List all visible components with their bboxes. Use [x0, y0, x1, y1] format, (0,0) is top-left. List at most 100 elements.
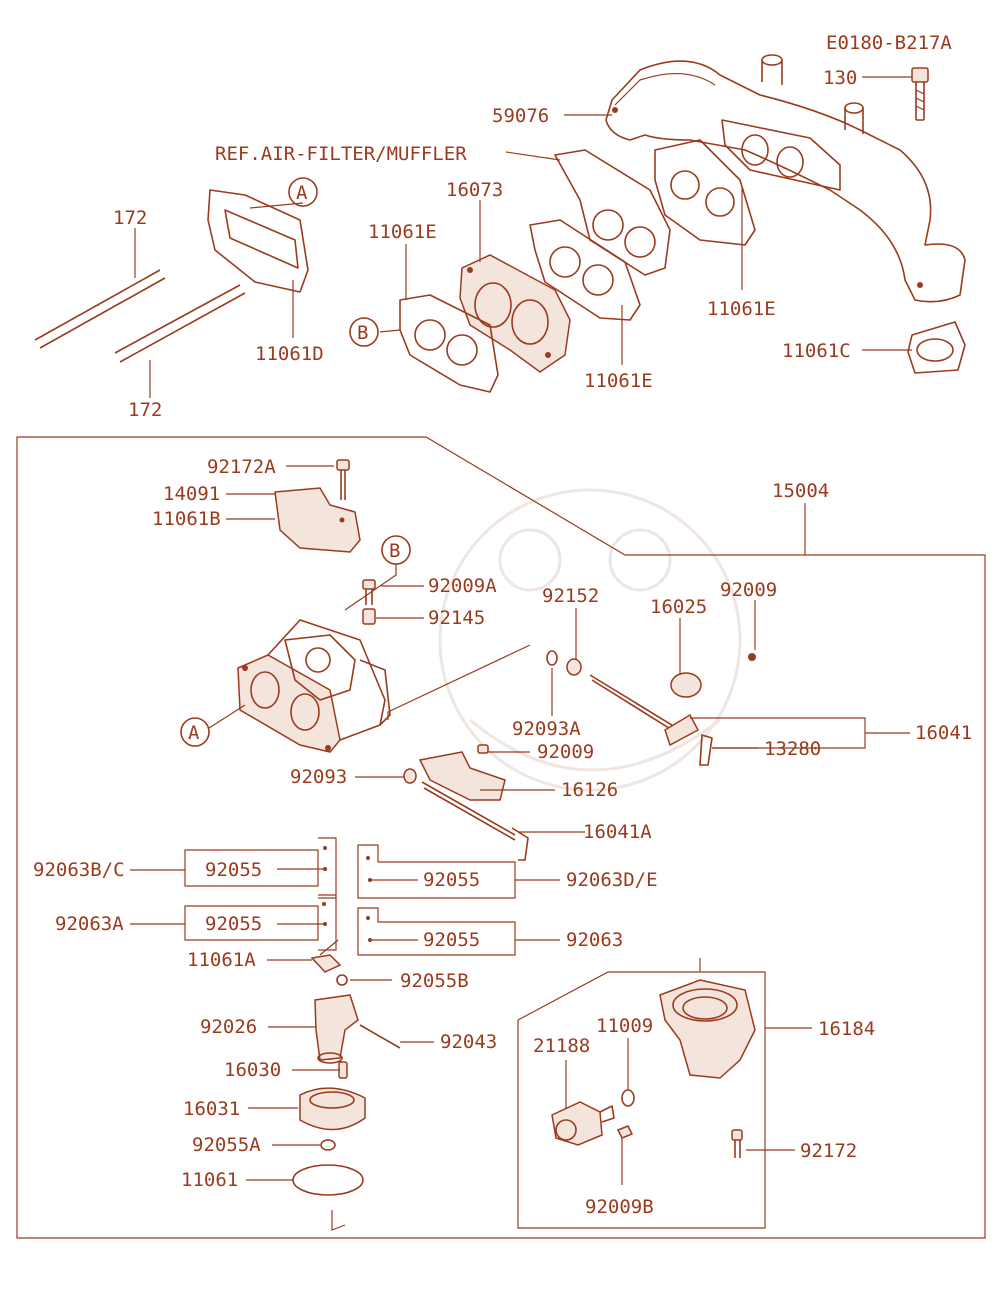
- part-label-15004: 15004: [772, 480, 829, 502]
- o-ring-11061: [292, 1164, 364, 1196]
- jet-92055B: [336, 974, 348, 986]
- washer-92093A: [546, 650, 558, 666]
- part-label-92009-mid: 92009: [537, 741, 594, 763]
- gasket-11061E-lower: [399, 294, 499, 393]
- gasket-92055A: [320, 1139, 336, 1151]
- part-label-92093A: 92093A: [512, 718, 581, 740]
- part-label-21188: 21188: [533, 1035, 590, 1057]
- callout-a-lower: A: [180, 704, 246, 747]
- pin-92043: [359, 1024, 401, 1049]
- seal-92152: [566, 658, 582, 676]
- lower-leader-lines: [130, 465, 910, 1185]
- part-label-92055-c: 92055: [205, 913, 262, 935]
- callout-b-top-label: B: [357, 322, 368, 344]
- callout-b-lower: B: [344, 535, 411, 611]
- callout-b-top: B: [349, 317, 379, 347]
- carburetor-spacer-16073: [459, 254, 571, 373]
- part-label-16073: 16073: [446, 179, 503, 201]
- float-16031: [299, 1087, 366, 1131]
- part-label-92055-a: 92055: [205, 859, 262, 881]
- assembly-frame-15004: [16, 436, 986, 1239]
- jet-box-92063A: [184, 894, 337, 951]
- part-label-92063DE: 92063D/E: [566, 869, 658, 891]
- screw-92172A: [336, 459, 350, 500]
- part-label-172-top: 172: [113, 207, 147, 229]
- part-label-92009A: 92009A: [428, 575, 497, 597]
- gasket-11061A: [310, 954, 342, 973]
- part-label-92093: 92093: [290, 766, 347, 788]
- part-label-16184: 16184: [818, 1018, 875, 1040]
- part-label-92055-b: 92055: [423, 869, 480, 891]
- part-label-130: 130: [823, 67, 857, 89]
- ref-note-label: REF.AIR-FILTER/MUFFLER: [215, 143, 467, 165]
- gasket-11061E-middle: [529, 219, 641, 321]
- diagram-code: E0180-B217A: [826, 32, 952, 54]
- part-label-92055-d: 92055: [423, 929, 480, 951]
- screw-92009-top: [748, 653, 756, 661]
- stud-bolts-172: [34, 269, 246, 363]
- callout-a-lower-label: A: [188, 722, 200, 744]
- part-label-92172A: 92172A: [207, 456, 276, 478]
- callout-b-lower-label: B: [389, 540, 400, 562]
- carburetor-body: [237, 619, 391, 753]
- part-label-92026: 92026: [200, 1016, 257, 1038]
- part-label-11061: 11061: [181, 1169, 238, 1191]
- part-label-14091: 14091: [163, 483, 220, 505]
- part-label-92063A: 92063A: [55, 913, 124, 935]
- part-label-11061D: 11061D: [255, 343, 324, 365]
- gasket-11061E-upper: [654, 139, 756, 246]
- callout-a-top-label: A: [296, 182, 308, 204]
- part-label-92145: 92145: [428, 607, 485, 629]
- part-label-16031: 16031: [183, 1098, 240, 1120]
- watermark-logo: [438, 488, 742, 792]
- part-label-13280: 13280: [764, 738, 821, 760]
- part-label-92152: 92152: [542, 585, 599, 607]
- choke-shaft-16041A: [421, 781, 529, 861]
- part-label-11061E-left: 11061E: [368, 221, 437, 243]
- part-label-16041A: 16041A: [583, 821, 652, 843]
- part-label-11009: 11009: [596, 1015, 653, 1037]
- intake-manifold: [605, 54, 966, 303]
- part-label-92009B: 92009B: [585, 1196, 654, 1218]
- part-label-92043: 92043: [440, 1031, 497, 1053]
- part-label-11061C: 11061C: [782, 340, 851, 362]
- part-label-92055B: 92055B: [400, 970, 469, 992]
- callout-a-top: A: [288, 177, 318, 207]
- washer-11009: [621, 1089, 635, 1107]
- screw-92009A: [362, 579, 376, 605]
- lever-13280: [699, 734, 713, 766]
- gasket-11061C: [907, 321, 966, 374]
- float-chamber-16184: [659, 979, 756, 1079]
- solenoid-21188: [551, 1101, 615, 1146]
- needle-16030: [338, 1061, 348, 1079]
- part-label-92063BC: 92063B/C: [33, 859, 125, 881]
- part-label-92009-top: 92009: [720, 579, 777, 601]
- part-label-11061B: 11061B: [152, 508, 221, 530]
- throttle-valve-16025: [670, 672, 702, 698]
- part-label-92172: 92172: [800, 1140, 857, 1162]
- part-label-11061E-bottom: 11061E: [584, 370, 653, 392]
- subassembly-frame-16184: [517, 958, 766, 1229]
- float-valve-92026: [314, 994, 359, 1064]
- part-label-16126: 16126: [561, 779, 618, 801]
- part-label-92055A: 92055A: [192, 1134, 261, 1156]
- gasket-11061D: [207, 189, 309, 293]
- bolt-130: [911, 67, 929, 121]
- part-label-16041: 16041: [915, 722, 972, 744]
- part-label-92063: 92063: [566, 929, 623, 951]
- throttle-shaft-16041: [589, 674, 700, 747]
- gasket-ref-air-filter: [554, 149, 671, 276]
- part-label-16025: 16025: [650, 596, 707, 618]
- part-label-16030: 16030: [224, 1059, 281, 1081]
- upper-leader-lines: [134, 76, 912, 398]
- part-label-59076: 59076: [492, 105, 549, 127]
- part-label-11061E-right: 11061E: [707, 298, 776, 320]
- screw-92009-mid: [477, 744, 489, 754]
- part-label-172-bottom: 172: [128, 399, 162, 421]
- drain-mark: [331, 1210, 346, 1231]
- screw-92172: [731, 1129, 743, 1158]
- cover-14091: [274, 487, 361, 553]
- washer-92093: [403, 768, 417, 784]
- part-label-11061A: 11061A: [187, 949, 256, 971]
